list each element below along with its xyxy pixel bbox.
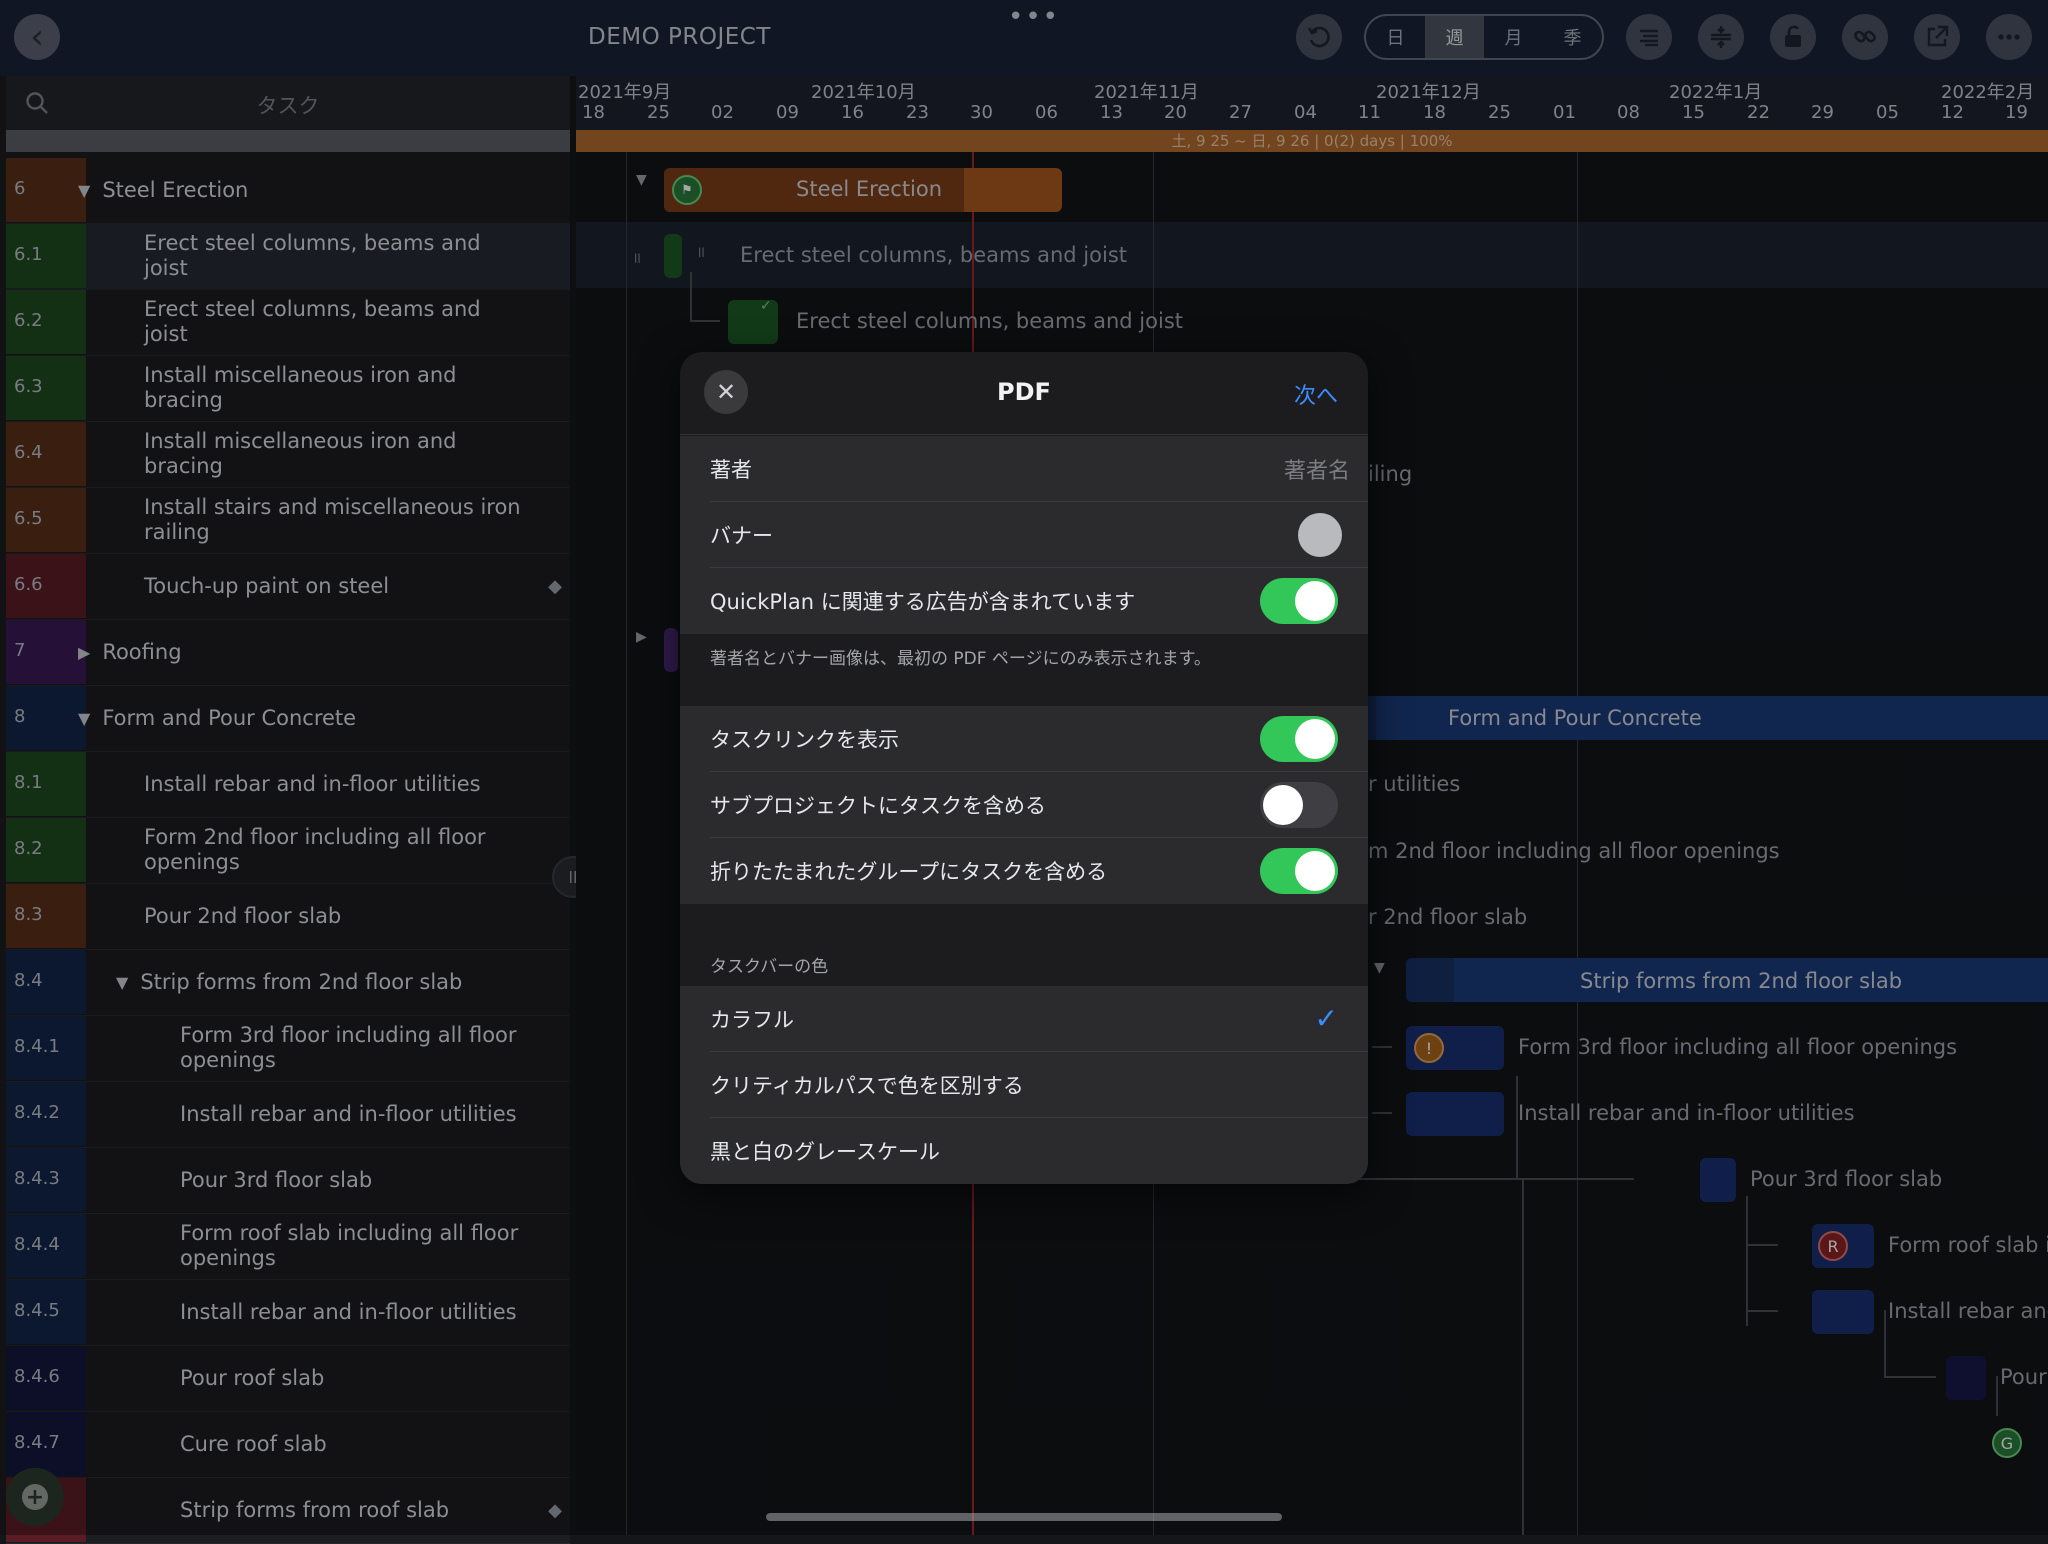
home-indicator [766, 1513, 1282, 1521]
color-option-critical-path[interactable]: クリティカルパスで色を区別する [680, 1052, 1368, 1118]
ad-toggle[interactable] [1260, 578, 1338, 624]
show-links-toggle[interactable] [1260, 716, 1338, 762]
show-links-row: タスクリンクを表示 [680, 706, 1368, 772]
include-collapsed-label: 折りたたまれたグループにタスクを含める [710, 838, 1107, 904]
pdf-export-dialog: ✕ PDF 次へ 著者 著者名 バナー QuickPlan に関連する広告が含ま… [680, 352, 1368, 1184]
ad-label: QuickPlan に関連する広告が含まれています [710, 568, 1135, 634]
author-row[interactable]: 著者 著者名 [680, 436, 1368, 502]
author-label: 著者 [710, 436, 752, 502]
toggle-knob [1295, 581, 1335, 621]
author-input[interactable]: 著者名 [1284, 436, 1350, 502]
show-links-label: タスクリンクを表示 [710, 706, 899, 772]
first-page-note: 著者名とバナー画像は、最初の PDF ページにのみ表示されます。 [710, 644, 1211, 669]
include-collapsed-toggle[interactable] [1260, 848, 1338, 894]
color-option-label: カラフル [710, 986, 794, 1052]
color-option-colorful[interactable]: カラフル ✓ [680, 986, 1368, 1052]
banner-label: バナー [710, 502, 773, 568]
dialog-title: PDF [680, 378, 1368, 406]
toggle-knob [1295, 851, 1335, 891]
toggle-knob [1295, 719, 1335, 759]
color-option-label: 黒と白のグレースケール [710, 1118, 940, 1184]
toggle-knob [1263, 785, 1303, 825]
color-option-grayscale[interactable]: 黒と白のグレースケール [680, 1118, 1368, 1184]
bar-color-section-label: タスクバーの色 [710, 952, 828, 977]
banner-image-picker[interactable] [1298, 513, 1342, 557]
include-subproject-label: サブプロジェクトにタスクを含める [710, 772, 1046, 838]
next-button[interactable]: 次へ [1294, 378, 1338, 410]
ad-row: QuickPlan に関連する広告が含まれています [680, 568, 1368, 634]
include-subproject-row: サブプロジェクトにタスクを含める [680, 772, 1368, 838]
checkmark-icon: ✓ [1315, 1002, 1338, 1035]
include-collapsed-row: 折りたたまれたグループにタスクを含める [680, 838, 1368, 904]
color-option-label: クリティカルパスで色を区別する [710, 1052, 1024, 1118]
divider [680, 434, 1368, 435]
include-subproject-toggle[interactable] [1260, 782, 1338, 828]
banner-row[interactable]: バナー [680, 502, 1368, 568]
